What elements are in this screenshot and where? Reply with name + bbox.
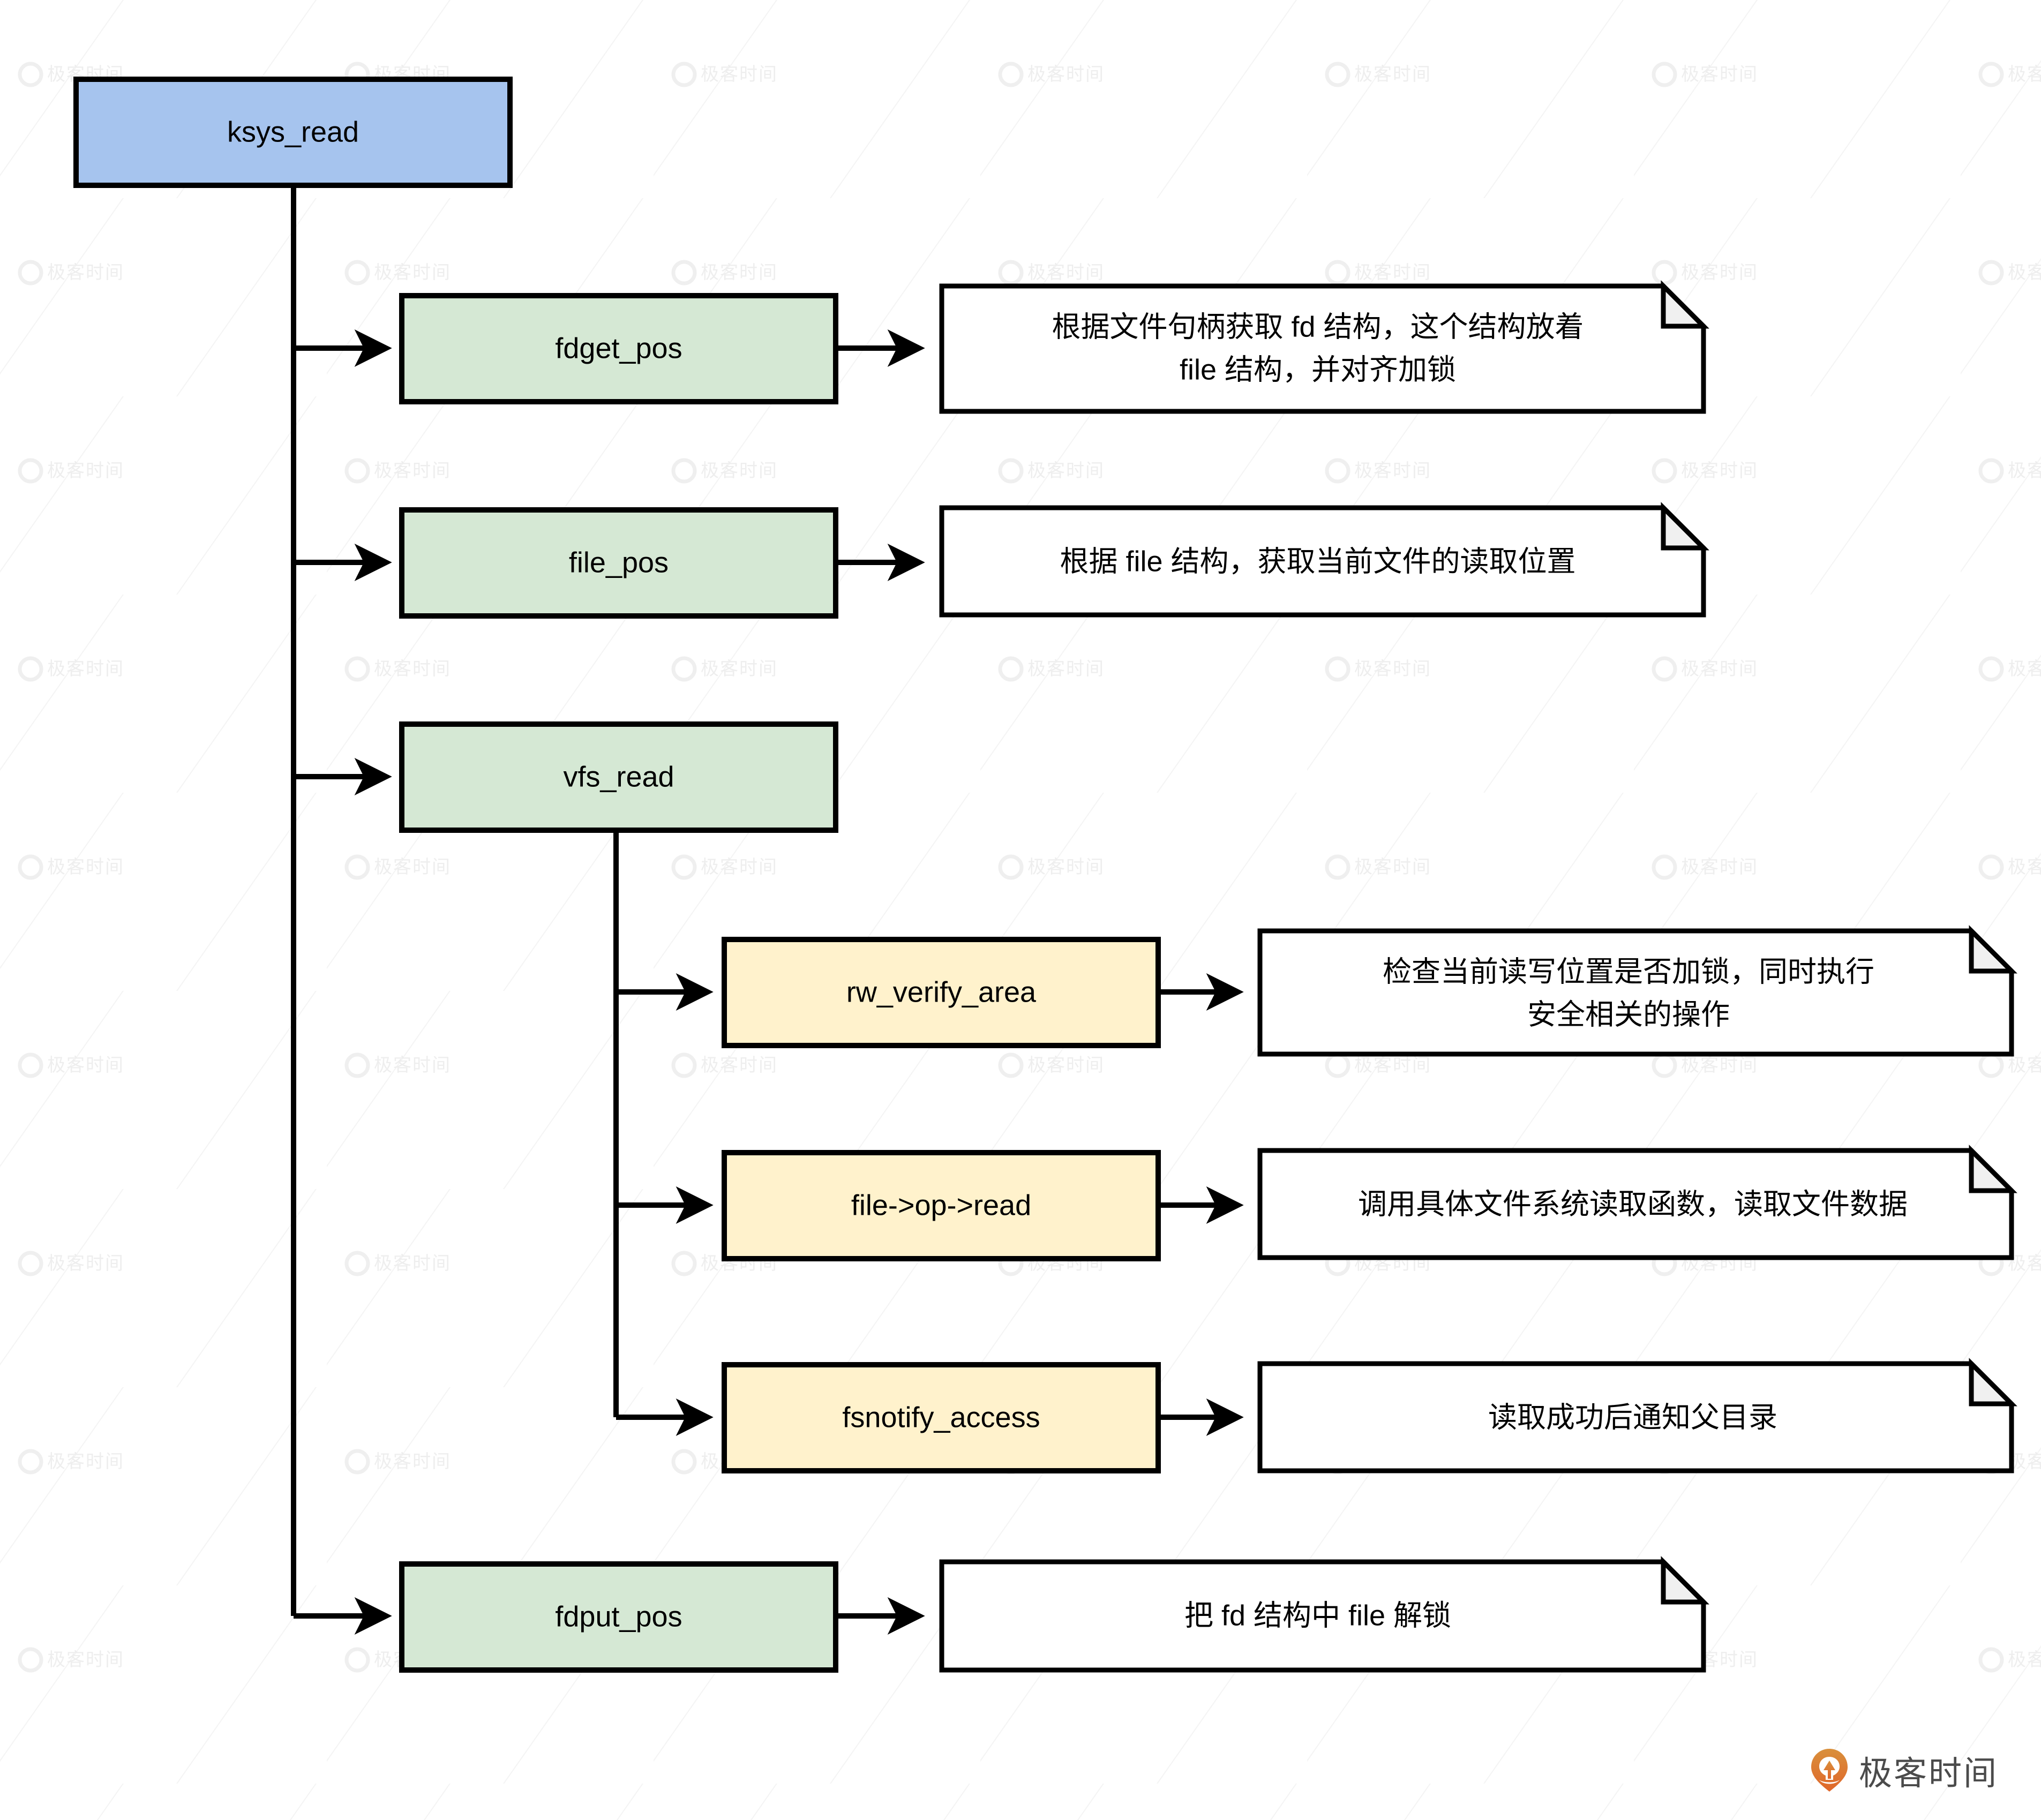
- node-rw_verify_area-label: rw_verify_area: [846, 976, 1037, 1008]
- note-fdget_pos: 根据文件句柄获取 fd 结构，这个结构放着 file 结构，并对齐加锁: [939, 280, 1709, 414]
- node-vfs_read[interactable]: vfs_read: [399, 721, 838, 833]
- geektime-pin-icon: [1811, 1749, 1848, 1792]
- node-file_pos-label: file_pos: [569, 546, 669, 578]
- node-vfs_read-label: vfs_read: [563, 761, 674, 793]
- node-ksys_read[interactable]: ksys_read: [73, 77, 513, 188]
- note-rw_verify_area-line-1: 检查当前读写位置是否加锁，同时执行: [1383, 956, 1874, 988]
- note-fdget_pos-line-1: 根据文件句柄获取 fd 结构，这个结构放着: [1052, 311, 1584, 343]
- node-ksys_read-label: ksys_read: [227, 116, 359, 148]
- node-rw_verify_area[interactable]: rw_verify_area: [722, 937, 1161, 1048]
- note-fdput_pos: 把 fd 结构中 file 解锁: [939, 1556, 1709, 1673]
- node-fsnotify_access[interactable]: fsnotify_access: [722, 1362, 1161, 1473]
- note-rw_verify_area: 检查当前读写位置是否加锁，同时执行 安全相关的操作: [1257, 925, 2017, 1057]
- note-rw_verify_area-line-2: 安全相关的操作: [1527, 998, 1730, 1031]
- node-layer: ksys_read fdget_pos file_pos vfs_read rw…: [73, 77, 1161, 1673]
- note-file_op_read: 调用具体文件系统读取函数，读取文件数据: [1257, 1145, 2017, 1260]
- note-fdput_pos-line-1: 把 fd 结构中 file 解锁: [1184, 1599, 1451, 1631]
- node-file_op_read-label: file->op->read: [851, 1189, 1031, 1221]
- node-file_pos[interactable]: file_pos: [399, 507, 838, 619]
- brand-name: 极客时间: [1858, 1755, 1998, 1792]
- note-file_op_read-line-1: 调用具体文件系统读取函数，读取文件数据: [1358, 1188, 1908, 1220]
- node-file_op_read[interactable]: file->op->read: [722, 1150, 1161, 1261]
- node-fsnotify_access-label: fsnotify_access: [842, 1401, 1040, 1433]
- note-fsnotify_access: 读取成功后通知父目录: [1257, 1358, 2017, 1473]
- note-layer: 根据文件句柄获取 fd 结构，这个结构放着 file 结构，并对齐加锁 根据 f…: [939, 280, 2017, 1673]
- note-file_pos-line-1: 根据 file 结构，获取当前文件的读取位置: [1060, 545, 1575, 577]
- node-fdput_pos-label: fdput_pos: [555, 1600, 682, 1633]
- node-fdget_pos-label: fdget_pos: [555, 332, 682, 364]
- note-fdget_pos-line-2: file 结构，并对齐加锁: [1180, 354, 1456, 386]
- node-fdget_pos[interactable]: fdget_pos: [399, 293, 838, 404]
- note-fsnotify_access-line-1: 读取成功后通知父目录: [1488, 1401, 1777, 1433]
- edge-layer: [291, 185, 1244, 1635]
- note-file_pos: 根据 file 结构，获取当前文件的读取位置: [939, 502, 1709, 618]
- brand-logo: 极客时间: [1810, 1746, 1998, 1794]
- node-fdput_pos[interactable]: fdput_pos: [399, 1561, 838, 1673]
